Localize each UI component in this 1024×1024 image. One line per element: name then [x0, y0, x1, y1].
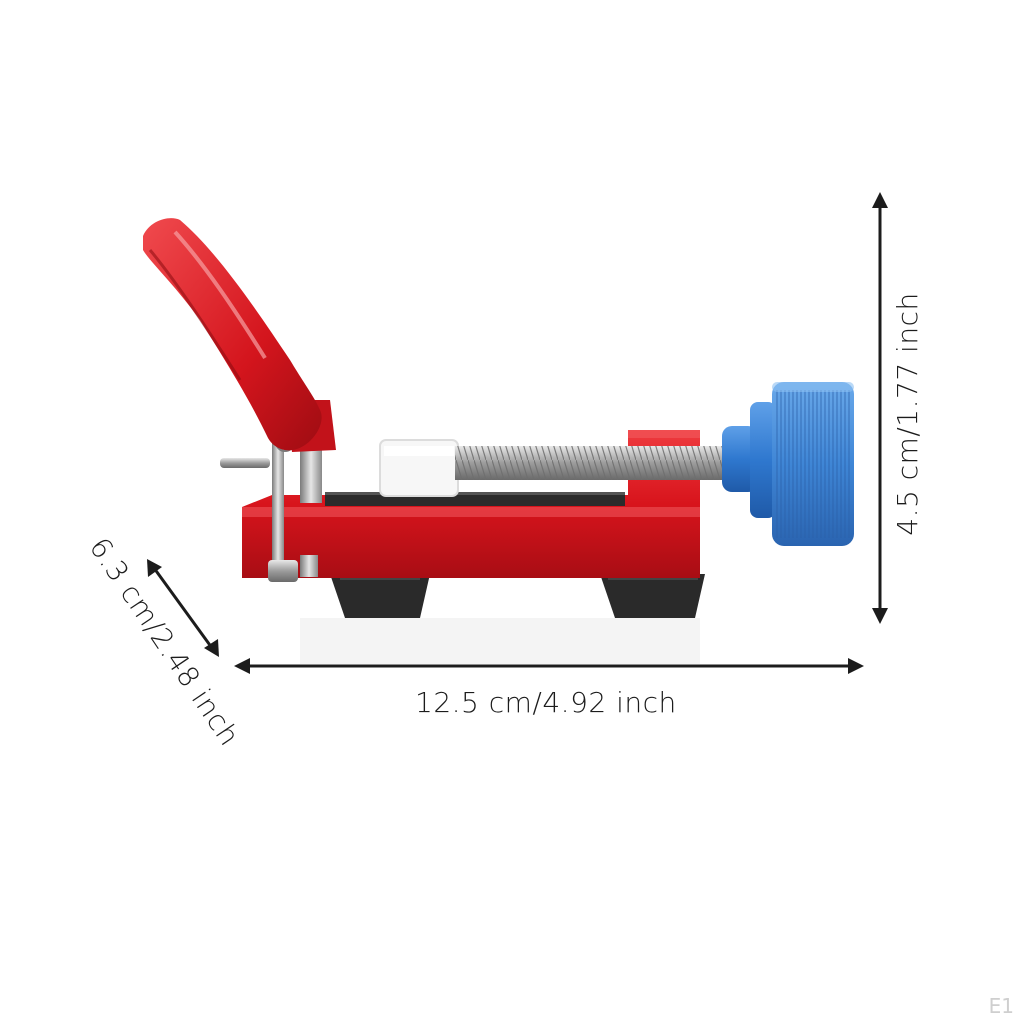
height-dimension-label: 4.5 cm/1.77 inch [891, 292, 924, 536]
width-dimension-label: 12.5 cm/4.92 inch [415, 686, 677, 719]
corner-code-label: E1 [988, 994, 1014, 1018]
dimension-arrows [147, 192, 888, 674]
